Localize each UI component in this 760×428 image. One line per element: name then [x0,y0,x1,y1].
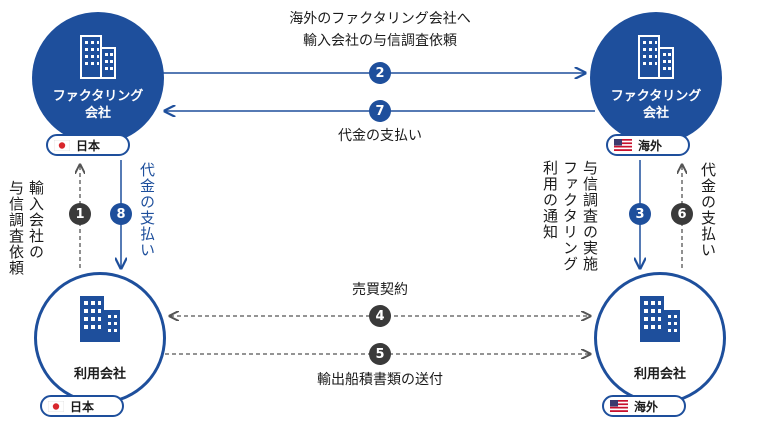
step-4-text: 売買契約 [352,282,408,298]
japan-flag-icon [54,139,70,151]
country-badge-overseas-bottom: 海外 [602,395,686,417]
country-badge-overseas-top: 海外 [606,134,690,156]
factoring-overseas-label: ファクタリング 会社 [610,89,702,121]
building-icon [80,35,116,79]
us-flag-icon [614,139,632,151]
step-3-number: 3 [629,203,651,225]
country-label: 海外 [634,399,659,414]
building-icon [640,296,680,342]
building-icon [638,35,674,79]
factoring-japan-label: ファクタリング 会社 [52,89,144,121]
step-2-number: 2 [369,62,391,84]
country-badge-japan-top: 日本 [46,134,130,156]
country-badge-japan-bottom: 日本 [40,395,124,417]
japan-flag-icon [48,400,64,412]
step-7-text: 代金の支払い [338,128,422,144]
step-5-number: 5 [369,343,391,365]
step-1-number: 1 [69,203,91,225]
country-label: 日本 [70,399,95,414]
step-7-number: 7 [369,100,391,122]
building-icon [80,296,120,342]
step-6-number: 6 [671,203,693,225]
country-label: 海外 [638,138,663,153]
step-1-text: 輸入会社の 与信調査依頼 [7,180,45,276]
step-8-text: 代金の支払い [138,162,156,258]
step-5-text: 輸出船積書類の送付 [317,372,443,388]
country-label: 日本 [76,138,101,153]
step-8-number: 8 [110,203,132,225]
user-japan-label: 利用会社 [73,367,126,382]
user-overseas-label: 利用会社 [633,367,686,382]
step-4-number: 4 [369,305,391,327]
step-6-text: 代金の支払い [699,162,717,258]
step-2-text: 海外のファクタリング会社へ 輸入会社の与信調査依頼 [289,11,471,49]
us-flag-icon [610,400,628,412]
step-3-text: 与信調査の実施 ファクタリング 利用の通知 [541,160,599,272]
